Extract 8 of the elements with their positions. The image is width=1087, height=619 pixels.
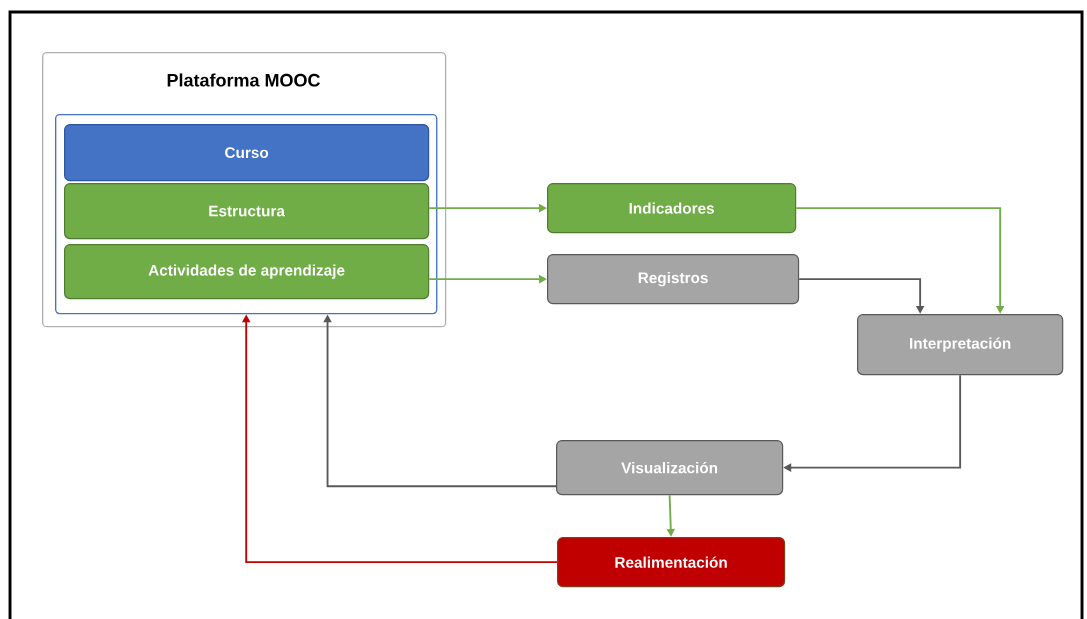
process-box: Registros <box>547 254 800 305</box>
process-box: Indicadores <box>547 183 797 234</box>
process-box: Estructura <box>64 183 430 240</box>
process-box: Interpretación <box>857 314 1064 376</box>
process-box: Realimentación <box>557 537 786 588</box>
process-box: Curso <box>64 124 430 182</box>
process-box: Actividades de aprendizaje <box>64 244 430 300</box>
process-box: Visualización <box>556 440 784 496</box>
